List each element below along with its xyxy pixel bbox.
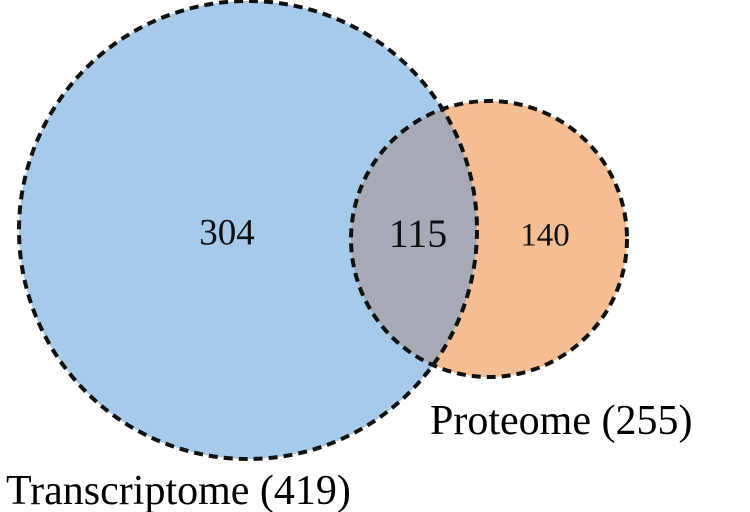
venn-circle-transcriptome-outline [17, 0, 479, 461]
venn-circle-proteome-outline [349, 99, 629, 379]
count-transcriptome-only: 304 [199, 212, 255, 253]
venn-circle-transcriptome-fill [19, 1, 477, 459]
set-label-proteome: Proteome (255) [430, 398, 692, 444]
set-label-transcriptome: Transcriptome (419) [6, 468, 351, 512]
count-proteome-only: 140 [520, 218, 570, 254]
count-intersection: 115 [389, 211, 448, 256]
